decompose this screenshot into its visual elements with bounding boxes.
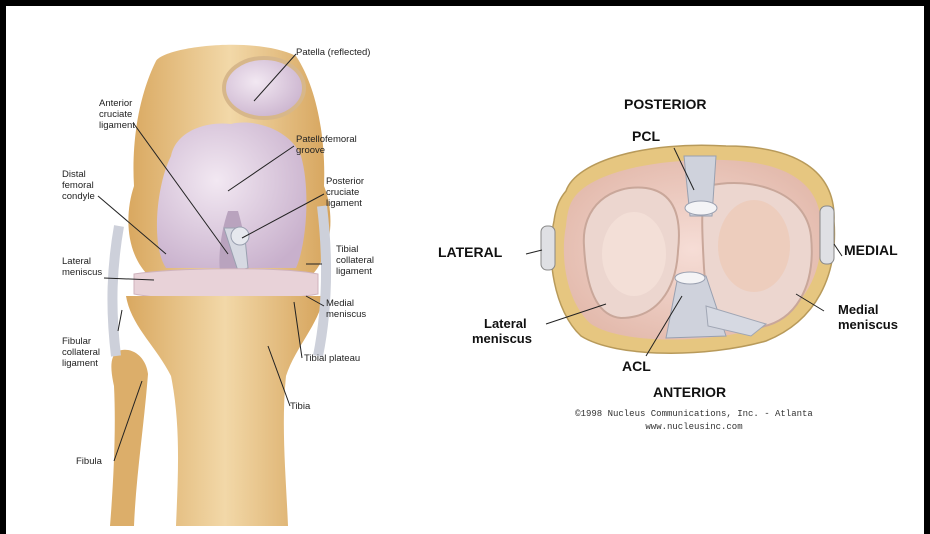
meniscus-band xyxy=(134,269,318,300)
label-patellofemoral-2: groove xyxy=(296,145,325,156)
label-anterior: ANTERIOR xyxy=(653,384,726,400)
label-anterior-cruciate-1: Anterior xyxy=(99,98,132,109)
label-patellofemoral-1: Patellofemoral xyxy=(296,134,357,145)
label-tibial-collateral-1: Tibial xyxy=(336,244,358,255)
label-tibial-collateral-2: collateral xyxy=(336,255,374,266)
label-lateral-meniscus-2: meniscus xyxy=(62,267,102,278)
label-fibular-collateral-2: collateral xyxy=(62,347,100,358)
illustration-frame: Patella (reflected) Anterior cruciate li… xyxy=(6,6,924,534)
label-anterior-cruciate-2: cruciate xyxy=(99,109,132,120)
label-lateral-meniscus-top: Lateral xyxy=(484,316,527,331)
lateral-collateral-section xyxy=(541,226,555,270)
label-posterior-cruciate-1: Posterior xyxy=(326,176,364,187)
fibular-collateral-ligament xyxy=(112,226,119,356)
label-fibular-collateral-3: ligament xyxy=(62,358,98,369)
label-patella-reflected: Patella (reflected) xyxy=(296,47,370,58)
copyright-line-1: ©1998 Nucleus Communications, Inc. - Atl… xyxy=(544,408,844,420)
label-medial-meniscus-bottom: meniscus xyxy=(838,317,898,332)
label-fibular-collateral-1: Fibular xyxy=(62,336,91,347)
patella-shape xyxy=(224,58,304,118)
label-medial-meniscus-1: Medial xyxy=(326,298,354,309)
fibula-bone xyxy=(110,350,148,526)
label-lateral-meniscus-1: Lateral xyxy=(62,256,91,267)
label-distal-femoral-2: femoral xyxy=(62,180,94,191)
label-tibia: Tibia xyxy=(290,401,310,412)
label-posterior-cruciate-2: cruciate xyxy=(326,187,359,198)
knee-anatomy-illustration xyxy=(6,6,924,534)
label-posterior-cruciate-3: ligament xyxy=(326,198,362,209)
label-medial: MEDIAL xyxy=(844,242,898,258)
label-pcl: PCL xyxy=(632,128,660,144)
label-tibial-collateral-3: ligament xyxy=(336,266,372,277)
label-fibula: Fibula xyxy=(76,456,102,467)
anterior-knee-drawing xyxy=(98,45,330,526)
label-medial-meniscus-2: meniscus xyxy=(326,309,366,320)
label-acl: ACL xyxy=(622,358,651,374)
medial-collateral-section xyxy=(820,206,834,264)
label-lateral-meniscus-bottom: meniscus xyxy=(472,331,532,346)
label-medial-meniscus-top: Medial xyxy=(838,302,878,317)
tibial-plateau-drawing xyxy=(526,145,842,356)
label-tibial-plateau: Tibial plateau xyxy=(304,353,360,364)
label-anterior-cruciate-3: ligament xyxy=(99,120,135,131)
label-distal-femoral-1: Distal xyxy=(62,169,86,180)
label-distal-femoral-3: condyle xyxy=(62,191,95,202)
copyright-line-2: www.nucleusinc.com xyxy=(544,421,844,433)
label-posterior: POSTERIOR xyxy=(624,96,706,112)
label-lateral: LATERAL xyxy=(438,244,502,260)
